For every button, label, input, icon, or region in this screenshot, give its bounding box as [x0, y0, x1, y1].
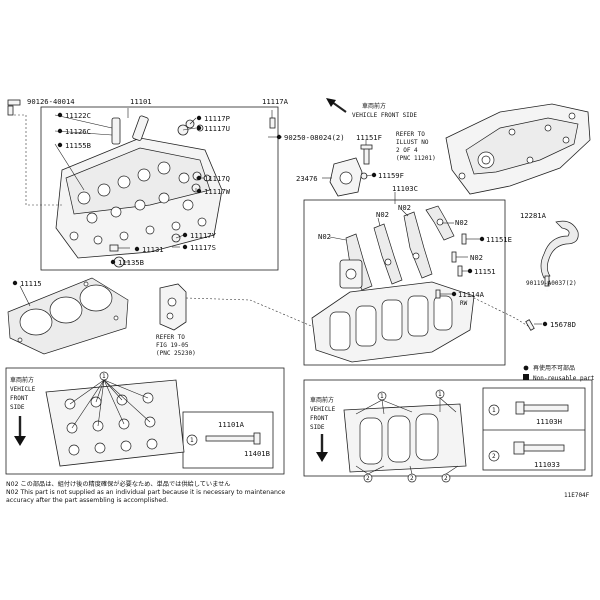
refer-top-4: (PNC 11201) [396, 155, 436, 162]
label-11131: 11131 [142, 245, 164, 254]
legend-nonreuse-en: Non-reusable part [533, 375, 595, 382]
label-11114A: 11114A [458, 290, 485, 299]
stud-bolt-90126 [7, 99, 62, 206]
vehicle-front-arrow-top [326, 98, 347, 113]
inset-left-front-arrow [14, 416, 26, 446]
inset-right-jp: 車両前方 [310, 396, 334, 404]
inset-right-en-2: FRONT [310, 415, 328, 422]
label-90250: 90250-08024(2) [284, 133, 345, 142]
bolt-111033 [513, 441, 565, 455]
refer-fig-line-3: (PNC 25230) [156, 350, 196, 357]
label-11401B: 11401B [244, 449, 270, 458]
label-15678D: 15678D [550, 320, 576, 329]
inset-2-callout-1-num: 1 [492, 407, 496, 414]
label-11151: 11151 [474, 267, 496, 276]
label-11117U: 11117U [204, 124, 230, 133]
refer-top-1: REFER TO [396, 131, 425, 138]
label-11103C: 11103C [392, 184, 418, 193]
inset-2-callout-2 [488, 450, 500, 462]
label-11151E: 11151E [486, 235, 512, 244]
refer-top-3: 2 OF 4 [396, 147, 418, 154]
label-rw: RW [460, 300, 468, 307]
cylinder-head-illustration [55, 110, 276, 268]
label-11115: 11115 [20, 279, 42, 288]
label-11122C: 11122C [65, 111, 91, 120]
inset-right-callout-a: 1 [380, 393, 384, 400]
note-jp: N02 この部品は、組付け後の精度確保が必要なため、単品では供給していません [6, 480, 230, 488]
label-n02-c: N02 [398, 203, 411, 212]
label-11103H: 11103H [536, 417, 562, 426]
inset-1-callout-num: 1 [190, 437, 194, 444]
label-11117A: 11117A [262, 97, 289, 106]
label-11155B: 11155B [65, 141, 91, 150]
front-top-jp: 車両前方 [362, 102, 386, 110]
hose-12281A [525, 220, 579, 331]
inset-right-callout-e: 2 [444, 475, 448, 482]
camshaft-housing-box [303, 199, 506, 366]
label-111033: 111033 [534, 460, 560, 469]
refer-fig-part [159, 283, 317, 331]
note-en-1: N02 This part is not supplied as an indi… [6, 489, 285, 496]
inset-right-callout-c: 2 [366, 475, 370, 482]
head-gasket-11115 [7, 277, 129, 355]
cylinder-head-box [40, 106, 279, 271]
inset-2-bolt-box [482, 387, 586, 471]
label-11135B: 11135B [118, 258, 144, 267]
legend-nonreuse-jp: 再使用不可部品 [533, 364, 575, 372]
label-n02-b: N02 [376, 210, 389, 219]
label-11117Y: 11117Y [190, 231, 217, 240]
label-90119: 90119-A0037(2) [526, 280, 577, 287]
inset-left-en-2: FRONT [10, 395, 28, 402]
figure-code: 11E704F [564, 492, 590, 499]
label-11101: 11101 [130, 97, 152, 106]
refer-fig-line-2: FIG 19-05 [156, 342, 189, 349]
label-11159F: 11159F [378, 171, 404, 180]
note-en-2: accuracy after the part assembling is ac… [6, 497, 168, 504]
label-12281A: 12281A [520, 211, 547, 220]
head-bolt-inset-box [5, 367, 285, 475]
inset-right-front-arrow [316, 434, 328, 462]
label-11117S: 11117S [190, 243, 216, 252]
legend [523, 365, 529, 380]
label-90126: 90126-40014 [27, 97, 75, 106]
label-n02-d: N02 [455, 218, 468, 227]
inset-left-en-3: SIDE [10, 404, 25, 411]
inset-2-callout-2-num: 2 [492, 453, 496, 460]
inset-right-housing-illustration [343, 389, 467, 483]
label-11117P: 11117P [204, 114, 230, 123]
label-11126C: 11126C [65, 127, 91, 136]
inset-left-en-1: VEHICLE [10, 386, 36, 393]
label-n02-e: N02 [470, 253, 483, 262]
inset-left-jp: 車両前方 [10, 376, 34, 384]
inset-right-callout-b: 1 [438, 391, 442, 398]
head-cover-illustration [445, 103, 591, 195]
label-11101A: 11101A [218, 420, 245, 429]
inset-2-callout-1 [488, 404, 500, 416]
bolt-11103H [515, 401, 569, 415]
inset-right-en-3: SIDE [310, 424, 325, 431]
label-23476: 23476 [296, 174, 318, 183]
label-11151F: 11151F [356, 133, 382, 142]
refer-fig-line-1: REFER TO [156, 334, 185, 341]
inset-1-callout [186, 434, 198, 446]
label-11117W: 11117W [204, 187, 231, 196]
inset-left-callout-1: 1 [102, 373, 106, 380]
inset-right-callout-d: 2 [410, 475, 414, 482]
label-11117Q: 11117Q [204, 174, 230, 183]
label-n02-a: N02 [318, 232, 331, 241]
camshaft-housing-illustration [311, 205, 475, 363]
front-top-en: VEHICLE FRONT SIDE [352, 112, 417, 119]
inset-right-en-1: VEHICLE [310, 406, 336, 413]
inset-left-head-illustration [45, 371, 185, 467]
bolt-11101A [205, 432, 261, 445]
refer-top-2: ILLUST NO [396, 139, 429, 146]
